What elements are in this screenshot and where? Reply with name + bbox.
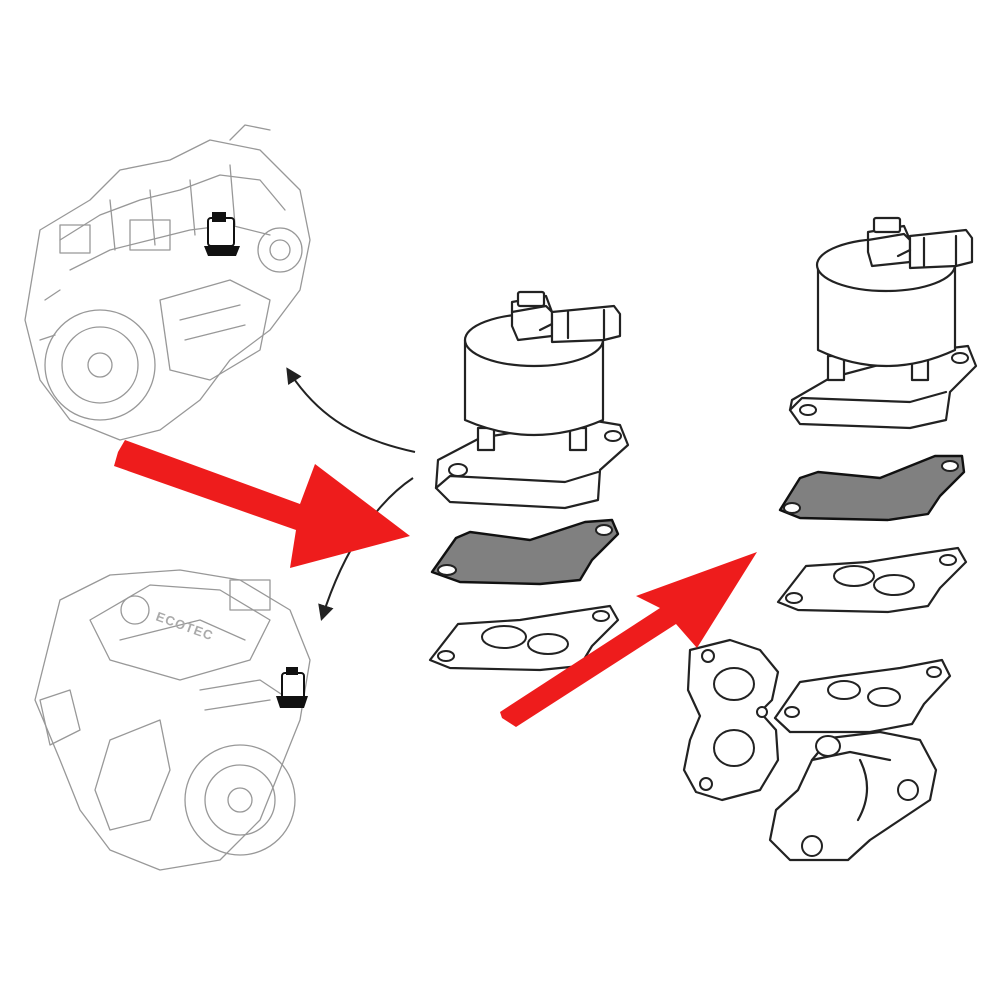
arrow-right-icon [500, 552, 757, 727]
gasket-dark-center [430, 518, 620, 586]
egr-adapter-pipe [768, 658, 952, 862]
gasket-light-center [428, 604, 620, 672]
egr-valve-top-engine [204, 212, 240, 256]
gasket-dark-right [778, 454, 966, 522]
pointer-arrow-to-top-engine [286, 367, 416, 453]
arrow-right-icon [114, 440, 410, 568]
engine-top-illustration [24, 124, 311, 441]
gasket-light-right [776, 546, 968, 614]
egr-valve-right [788, 216, 978, 430]
engine-bottom-illustration: ECOTEC [34, 569, 311, 871]
gasket-figure-eight [682, 638, 780, 802]
egr-valve-bottom-engine [276, 667, 308, 708]
engine-brand-label: ECOTEC [154, 609, 216, 644]
egr-valve-center [434, 290, 630, 510]
